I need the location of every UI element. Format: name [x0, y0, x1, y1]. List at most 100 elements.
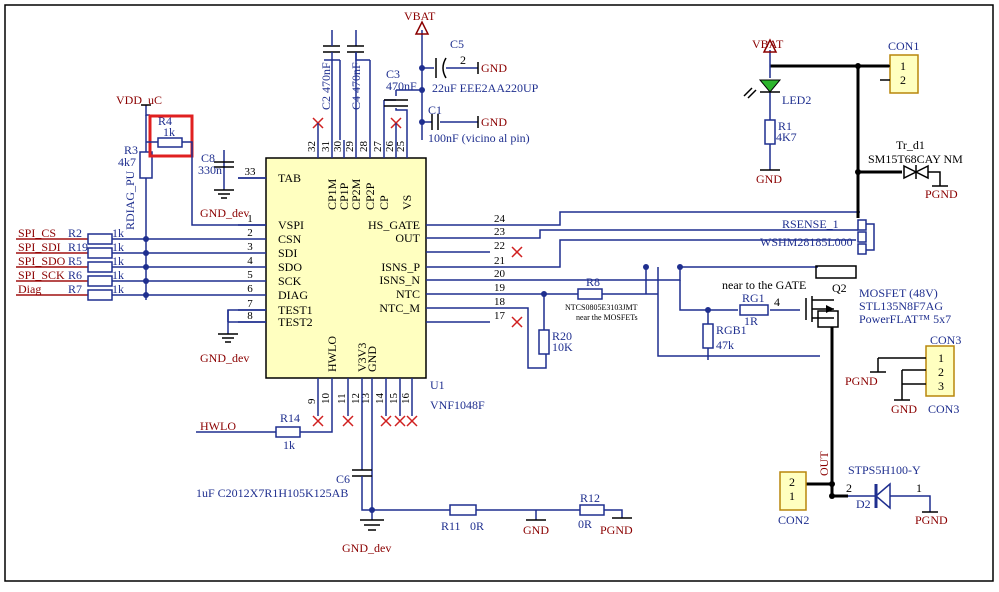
- signal-resistor[interactable]: [87, 275, 113, 287]
- rg1-note: near to the GATE: [722, 278, 806, 292]
- tvs-tr-d1[interactable]: [903, 164, 929, 180]
- ic-pin-name: NTC_M: [379, 301, 420, 315]
- c1-val: 100nF (vicino al pin): [428, 131, 530, 145]
- con2-pin-2: 2: [789, 475, 795, 489]
- r4-ref: R4: [158, 114, 172, 128]
- ic-pin-num: 31: [320, 141, 332, 152]
- d2-pin-a: 2: [846, 481, 852, 495]
- ic-pin-name: CP1M: [325, 178, 339, 210]
- vbat-label-1: VBAT: [404, 9, 436, 23]
- gnd-dev-symbol-c8: [214, 189, 234, 199]
- ic-pin-num: 7: [247, 298, 253, 310]
- con3-ref-bottom: CON3: [928, 402, 959, 416]
- led2-ref: LED2: [782, 93, 811, 107]
- tr-d1-val: SM15T68CAY NM: [868, 152, 963, 166]
- ic-pin-num: 8: [247, 310, 253, 322]
- rdiag-pu-label: RDIAG_PU: [123, 170, 137, 230]
- q2-ref: Q2: [832, 281, 847, 295]
- rsense-1[interactable]: [857, 219, 875, 255]
- ic-pin-num: 32: [306, 141, 318, 152]
- ic-pin-num: 29: [344, 141, 356, 153]
- vdd-uc-label: VDD_uC: [116, 93, 162, 107]
- ic-pin-name: HWLO: [325, 336, 339, 372]
- con1-body[interactable]: [889, 54, 919, 94]
- r12-val: 0R: [578, 517, 592, 531]
- r11-body[interactable]: [449, 504, 477, 516]
- gnd-dev-symbol-c6: [360, 519, 384, 531]
- r12-ref: R12: [580, 491, 600, 505]
- r8-body[interactable]: [577, 288, 603, 300]
- r11-ref: R11: [441, 519, 461, 533]
- ic-pin-name: SDO: [278, 260, 302, 274]
- led2-body[interactable]: [758, 79, 782, 93]
- signal-name: SPI_SDI: [18, 240, 61, 254]
- r1-body[interactable]: [764, 119, 776, 145]
- r8-note: near the MOSFETs: [576, 313, 638, 322]
- signal-resistor[interactable]: [87, 261, 113, 273]
- pgnd-label-2: PGND: [845, 374, 878, 388]
- ic-u1-body[interactable]: [265, 157, 427, 379]
- rg1-ref: RG1: [742, 291, 765, 305]
- signal-resistor[interactable]: [87, 289, 113, 301]
- ic-pin-name: CP: [377, 195, 391, 210]
- ic-pin-name: ISNS_N: [379, 273, 420, 287]
- d2-val: STPS5H100-Y: [848, 463, 921, 477]
- gnd-label-c1: GND: [481, 115, 507, 129]
- r14-body[interactable]: [275, 426, 301, 438]
- mosfet-q2[interactable]: [805, 265, 857, 328]
- sheet-border: [4, 4, 994, 582]
- ic-pin-name: CP1P: [337, 182, 351, 210]
- no-connect-mark: [511, 316, 523, 328]
- junction-dot: [143, 264, 149, 270]
- gnd-dev-symbol-test: [218, 333, 238, 343]
- con3-pin-1: 1: [938, 351, 944, 365]
- hs-gate-net: [490, 211, 860, 226]
- no-connect-mark: [511, 246, 523, 258]
- r3-val: 4k7: [118, 155, 136, 169]
- gnd-label-r11: GND: [523, 523, 549, 537]
- r14-val: 1k: [283, 438, 295, 452]
- r14-ref: R14: [280, 411, 300, 425]
- ic-pin-name: CP2P: [363, 182, 377, 210]
- ic-pin-num: 30: [332, 141, 344, 153]
- signal-name: Diag: [18, 282, 41, 296]
- signal-res-val: 1k: [112, 254, 124, 268]
- v3v3-gnd-wires: [361, 390, 373, 510]
- rg1-body[interactable]: [739, 304, 769, 316]
- isns-n-net: [490, 266, 818, 281]
- rgb1-body[interactable]: [702, 323, 714, 349]
- gate-return-net: [645, 267, 820, 357]
- gnd-dev-label-1: GND_dev: [200, 206, 249, 220]
- ic-pin-name: HS_GATE: [368, 218, 420, 232]
- ic-pin-num: 6: [247, 283, 253, 295]
- con3-body[interactable]: [925, 345, 955, 397]
- ic-pin-num: 3: [247, 241, 253, 253]
- c3-ref: C3: [386, 67, 400, 81]
- con2-ref: CON2: [778, 513, 809, 527]
- vbat-arrow-1: [414, 20, 430, 35]
- ic-pin-num: 24: [494, 213, 506, 225]
- junction-dot: [143, 278, 149, 284]
- r20-body[interactable]: [538, 329, 550, 355]
- diode-d2[interactable]: [874, 482, 891, 510]
- ic-pin-num: 14: [374, 393, 386, 405]
- signal-resistor[interactable]: [87, 233, 113, 245]
- pgnd-label-1: PGND: [925, 187, 958, 201]
- signal-resistor[interactable]: [87, 247, 113, 259]
- r4-body[interactable]: [157, 137, 183, 148]
- ic-pin-num: 1: [247, 213, 253, 225]
- vbat-label-2: VBAT: [752, 37, 784, 51]
- ic-pin-num: 5: [247, 269, 253, 281]
- con2-body[interactable]: [779, 471, 807, 511]
- c4-label: C4 470nF: [349, 62, 363, 110]
- ic-pin-num: 21: [494, 255, 505, 267]
- rg1-val: 1R: [744, 314, 758, 328]
- signal-res-ref: R7: [68, 282, 82, 296]
- r12-body[interactable]: [579, 504, 605, 516]
- gnd-dev-label-3: GND_dev: [342, 541, 391, 555]
- q2-part: STL135N8F7AG: [859, 299, 943, 313]
- ic-pin-name: DIAG: [278, 288, 308, 302]
- d2-pin-k: 1: [916, 481, 922, 495]
- out-label: OUT: [817, 451, 831, 476]
